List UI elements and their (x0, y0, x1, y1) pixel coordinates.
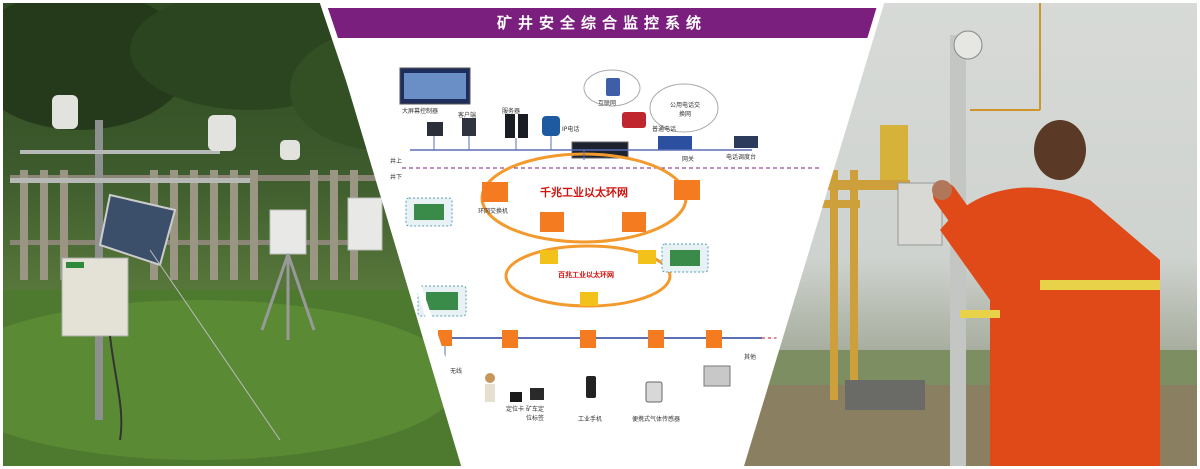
dispatch-console-icon (734, 136, 758, 148)
hundred-ring-label: 百兆工业以太环网 (558, 271, 614, 279)
server-icon (505, 114, 515, 138)
other-label: 其他 (744, 354, 757, 361)
tablet-icon (606, 78, 620, 96)
access-point-icon-3 (580, 330, 596, 348)
ring-switch-icon-2 (674, 180, 700, 200)
miner-lamp-label: 矿车定位标签 (526, 406, 545, 422)
access-point-icon-5 (706, 330, 722, 348)
gas-sensor-label: 便携式气体传感器 (632, 416, 681, 423)
pstn-label: 公用电话交换网 (669, 102, 700, 118)
ip-phone-label: IP电话 (562, 126, 580, 133)
industrial-phone-icon (586, 376, 596, 398)
locator-card-label: 定位卡 (506, 406, 525, 413)
big-screen-display-icon (404, 73, 466, 99)
client-label: 客户端 (458, 112, 477, 119)
gateway-label: 网关 (682, 156, 695, 163)
dispatch-label: 电话调度台 (726, 154, 757, 161)
other-device-icon (703, 365, 731, 387)
ring-node-icon-3 (580, 292, 598, 306)
io-board-icon (670, 250, 700, 266)
tag-icon (530, 388, 544, 400)
ring-switch-icon-4 (622, 212, 646, 232)
ring-switch-icon (482, 182, 508, 202)
industrial-phone-label: 工业手机 (578, 416, 603, 423)
internet-label: 互联网 (598, 100, 617, 107)
access-point-icon (438, 330, 452, 346)
below-ground-label: 井下 (390, 174, 403, 181)
big-screen-label: 大屏幕控制器 (402, 108, 439, 115)
miner-head-icon (485, 373, 495, 383)
ring-node-icon-2 (638, 250, 656, 264)
server-icon-2 (518, 114, 528, 138)
gateway-icon (658, 136, 692, 150)
locator-card-icon (510, 392, 522, 402)
ring-node-icon (540, 250, 558, 264)
ring-switch-icon-3 (540, 212, 564, 232)
access-point-icon-4 (648, 330, 664, 348)
ip-phone-icon (542, 116, 560, 136)
wireless-label: 无线 (450, 368, 463, 375)
gas-sensor-icon (645, 381, 663, 403)
controller-board-icon (414, 204, 444, 220)
ring-switch-label: 环网交换机 (478, 208, 509, 215)
workstation-icon (427, 122, 443, 136)
normal-phone-label: 普通电话 (652, 126, 677, 133)
client-icon (462, 118, 476, 136)
server-label: 服务器 (502, 108, 521, 115)
miner-body-icon (485, 384, 495, 402)
module-board-icon (426, 292, 458, 310)
normal-phone-icon (622, 112, 646, 128)
access-point-icon-2 (502, 330, 518, 348)
gigabit-ring-label: 千兆工业以太环网 (540, 186, 628, 199)
above-ground-label: 井上 (390, 158, 403, 165)
